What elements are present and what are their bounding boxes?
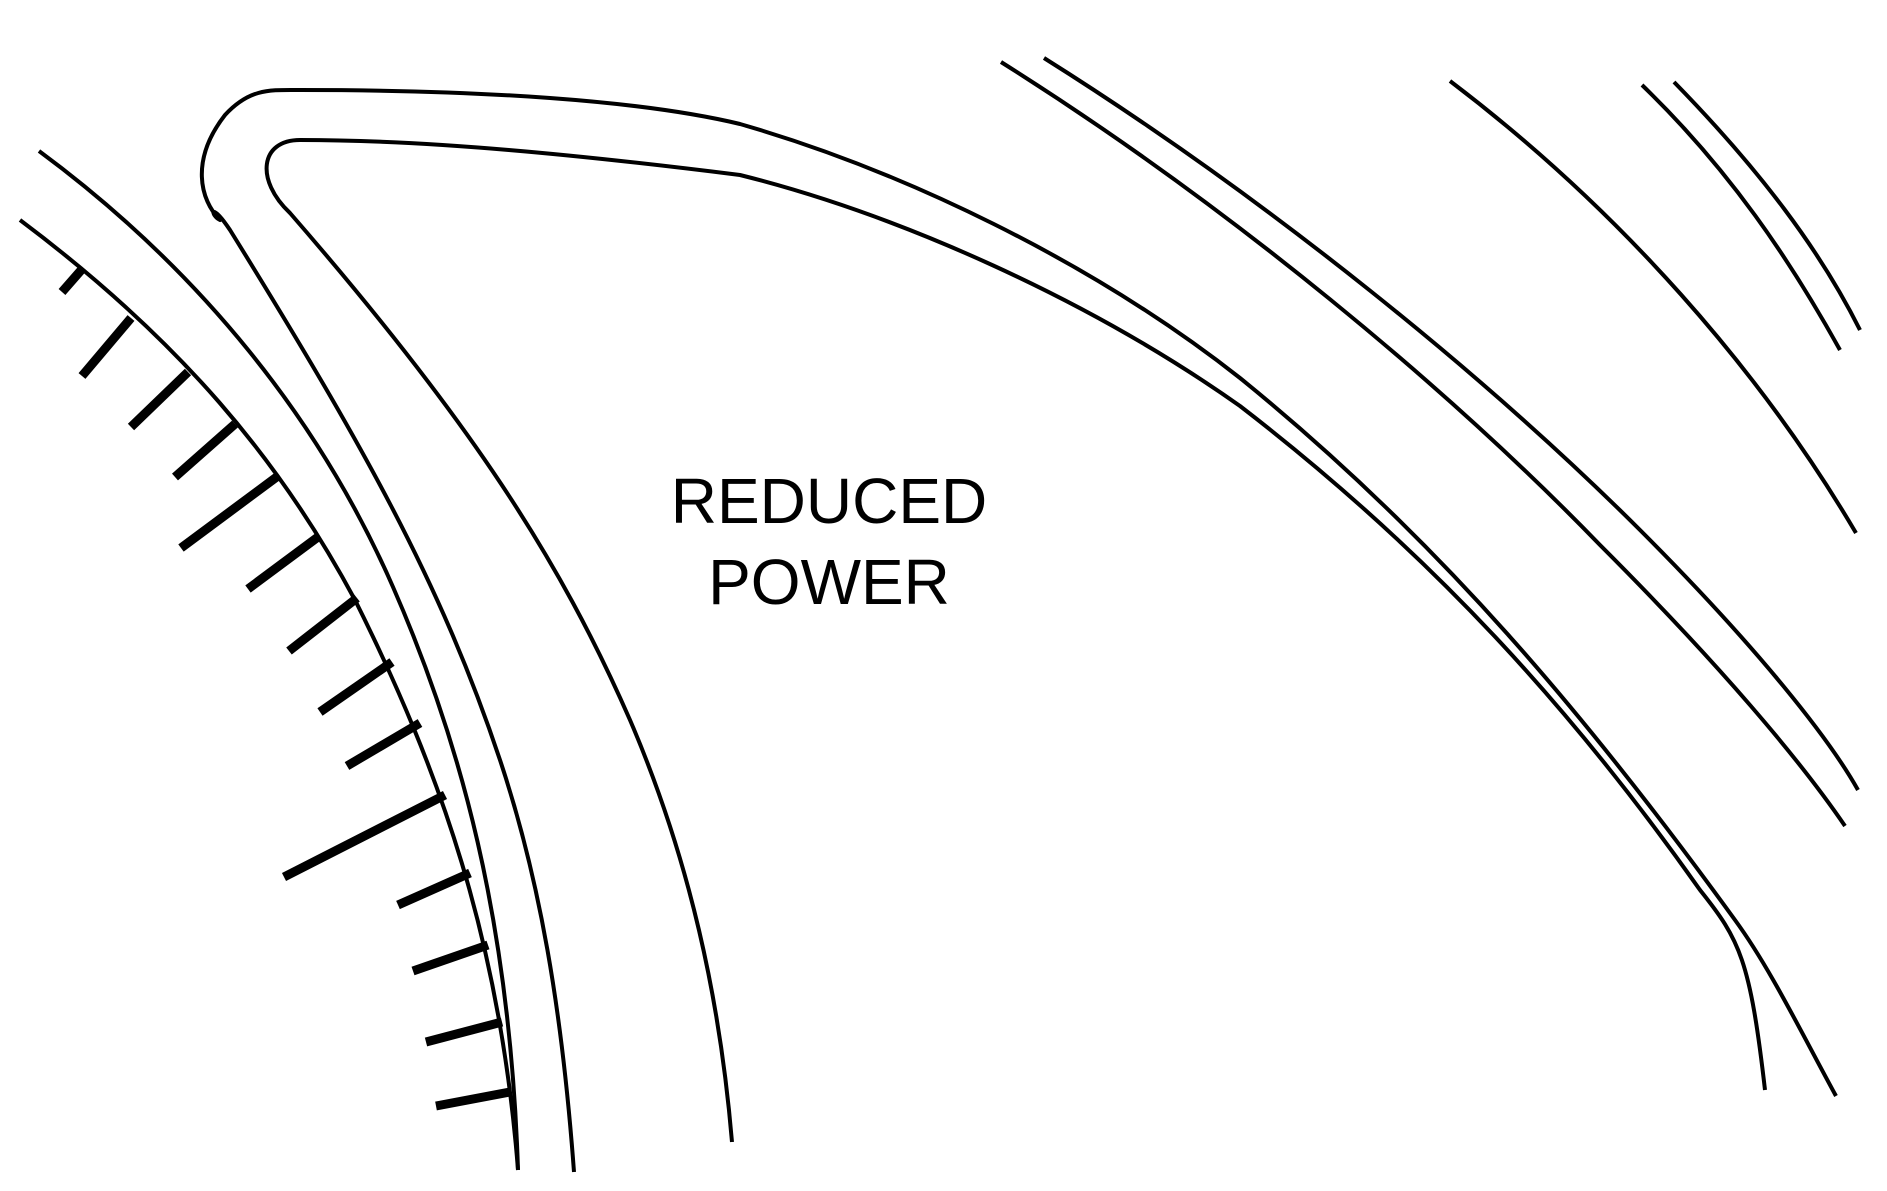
scale-tick-major [281, 790, 448, 882]
scale-tick [78, 315, 135, 379]
dial-band-arc-5 [1672, 80, 1862, 331]
dial-band-arc-1 [999, 60, 1847, 828]
dial-band-arc-2 [1042, 56, 1860, 791]
dial-band-arc-4 [1640, 83, 1842, 351]
scale-tick [245, 533, 321, 593]
scale-tick [127, 368, 192, 431]
zone-label-line-1: REDUCED [671, 465, 987, 537]
reduced-power-zone-outer [199, 87, 1838, 1173]
scale-tick [172, 420, 238, 481]
scale-tick [396, 868, 472, 910]
scale-tick [424, 1017, 504, 1047]
reduced-power-zone-inner [264, 138, 1767, 1143]
dial-band-arc-3 [1448, 79, 1858, 535]
scale-tick [317, 658, 395, 716]
scale-tick [58, 265, 87, 295]
scale-tick [344, 719, 423, 770]
dial-outer-arc [37, 149, 520, 1171]
scale-tick [178, 472, 281, 552]
scale-tick [286, 594, 360, 655]
scale-tick [411, 940, 490, 976]
scale-tick [435, 1087, 511, 1111]
scale-ticks [58, 265, 511, 1111]
zone-label-line-2: POWER [708, 546, 950, 618]
